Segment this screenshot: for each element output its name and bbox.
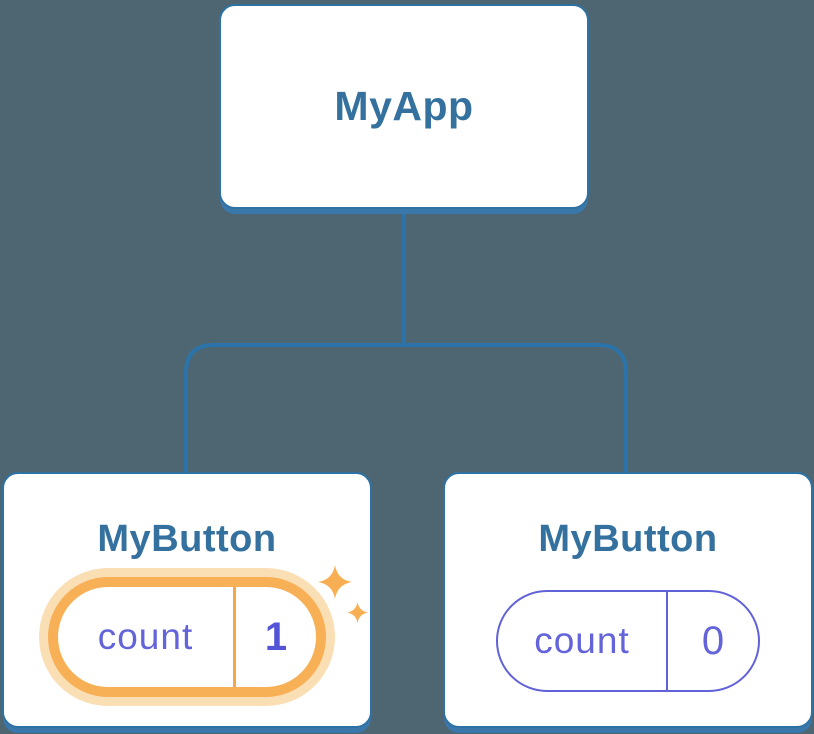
node-title-mybutton-right: MyButton bbox=[538, 518, 718, 560]
state-label: count bbox=[97, 616, 194, 657]
tree-node-myapp: MyApp bbox=[219, 4, 589, 209]
node-title-mybutton-left: MyButton bbox=[97, 518, 277, 560]
sparkles-icon bbox=[318, 565, 369, 624]
state-value: 1 bbox=[233, 587, 316, 687]
tree-node-mybutton-right: MyButton count 0 bbox=[443, 472, 813, 728]
state-pill-plain: count 0 bbox=[496, 590, 760, 692]
tree-node-mybutton-left: MyButton count 1 bbox=[2, 472, 372, 728]
state-value: 0 bbox=[666, 592, 758, 690]
node-title-myapp: MyApp bbox=[334, 83, 474, 129]
state-pill-highlighted: count 1 bbox=[48, 577, 326, 697]
state-label: count bbox=[534, 620, 630, 661]
